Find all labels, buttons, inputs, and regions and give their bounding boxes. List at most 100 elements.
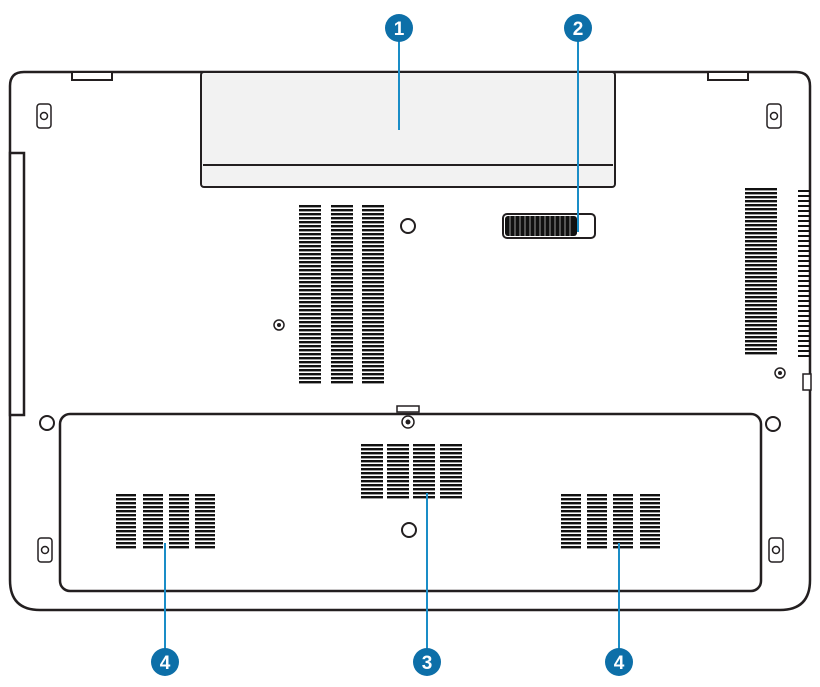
- vent-slot: [798, 255, 810, 257]
- vent-slot: [413, 460, 435, 463]
- vent-slot: [331, 281, 353, 284]
- vent-slot: [798, 290, 810, 292]
- vent-slot: [613, 534, 633, 537]
- vent-slot: [613, 530, 633, 533]
- vent-slot: [587, 498, 607, 501]
- vent-slot: [195, 502, 215, 505]
- callout-badge-1: 1: [385, 14, 413, 42]
- vent-slot: [613, 514, 633, 517]
- vent-slot: [798, 310, 810, 312]
- vent-slot: [361, 452, 383, 455]
- vent-slot: [169, 538, 189, 541]
- vent-slot: [362, 273, 384, 276]
- vent-slot: [116, 498, 136, 501]
- vent-slot: [362, 377, 384, 380]
- vent-slot: [331, 357, 353, 360]
- vent-slot: [169, 534, 189, 537]
- vent-slot: [745, 244, 777, 247]
- vent-slot: [798, 320, 810, 322]
- hinge-tab-left: [71, 71, 113, 81]
- vent-slot: [798, 205, 810, 207]
- vent-slot: [362, 229, 384, 232]
- vent-slot: [745, 348, 777, 351]
- vent-slot: [299, 301, 321, 304]
- vent-slot: [362, 221, 384, 224]
- vent-slot: [362, 261, 384, 264]
- vent-slot: [798, 330, 810, 332]
- vent-slot: [587, 534, 607, 537]
- vent-slot: [331, 285, 353, 288]
- vent-slot: [745, 300, 777, 303]
- vent-slot: [798, 210, 810, 212]
- vent-slot: [745, 344, 777, 347]
- vent-slot: [745, 288, 777, 291]
- vent-slot: [299, 377, 321, 380]
- vent-slot: [169, 522, 189, 525]
- vent-slot: [195, 522, 215, 525]
- vent-slot: [640, 514, 660, 517]
- vent-slot: [587, 538, 607, 541]
- vent-slot: [561, 514, 581, 517]
- vent-slot: [331, 209, 353, 212]
- vent-slot: [195, 526, 215, 529]
- vent-slot: [331, 297, 353, 300]
- vent-slot: [361, 492, 383, 495]
- compartment-cover: [58, 412, 763, 593]
- vent-slot: [331, 337, 353, 340]
- vent-slot: [362, 241, 384, 244]
- vent-slot: [798, 260, 810, 262]
- vent-slot: [387, 460, 409, 463]
- vent-slot: [143, 534, 163, 537]
- vent-slot: [640, 546, 660, 549]
- vent-slot: [387, 444, 409, 447]
- vent-slot: [613, 510, 633, 513]
- vent-slot: [299, 349, 321, 352]
- vent-slot: [299, 289, 321, 292]
- vent-slot: [299, 353, 321, 356]
- vent-slot: [440, 488, 462, 491]
- vent-slot: [413, 468, 435, 471]
- vent-slot: [745, 340, 777, 343]
- vent-slot: [361, 476, 383, 479]
- vent-slot: [587, 526, 607, 529]
- vent-slot: [299, 365, 321, 368]
- vent-slot: [362, 381, 384, 384]
- vent-slot: [745, 240, 777, 243]
- vent-slot: [299, 225, 321, 228]
- vent-slot: [362, 277, 384, 280]
- vent-slot: [561, 530, 581, 533]
- vent-slot: [299, 233, 321, 236]
- vent-slot: [587, 546, 607, 549]
- vent-slot: [299, 317, 321, 320]
- vent-slot: [361, 444, 383, 447]
- vent-slot: [798, 220, 810, 222]
- vent-slot: [362, 249, 384, 252]
- vent-slot: [387, 456, 409, 459]
- vent-slot: [745, 324, 777, 327]
- vent-slot: [331, 229, 353, 232]
- vent-slot: [331, 317, 353, 320]
- vent-slot: [798, 275, 810, 277]
- vent-slot: [440, 468, 462, 471]
- vent-slot: [440, 448, 462, 451]
- vent-slot: [299, 345, 321, 348]
- vent-slot: [331, 269, 353, 272]
- vent-slot: [745, 232, 777, 235]
- vent-slot: [361, 496, 383, 499]
- vent-slot: [561, 506, 581, 509]
- small-screw: [774, 367, 786, 379]
- vent-slot: [331, 261, 353, 264]
- callout-badge-2: 2: [564, 14, 592, 42]
- vent-slot: [561, 526, 581, 529]
- vent-slot: [798, 265, 810, 267]
- vent-slot: [413, 452, 435, 455]
- vent-slot: [561, 542, 581, 545]
- battery-lock-switch: [502, 213, 596, 239]
- vent-slot: [798, 270, 810, 272]
- vent-slot: [116, 538, 136, 541]
- vent-slot: [195, 518, 215, 521]
- vent-slot: [798, 200, 810, 202]
- vent-slot: [798, 230, 810, 232]
- vent-slot: [362, 281, 384, 284]
- vent-slot: [331, 289, 353, 292]
